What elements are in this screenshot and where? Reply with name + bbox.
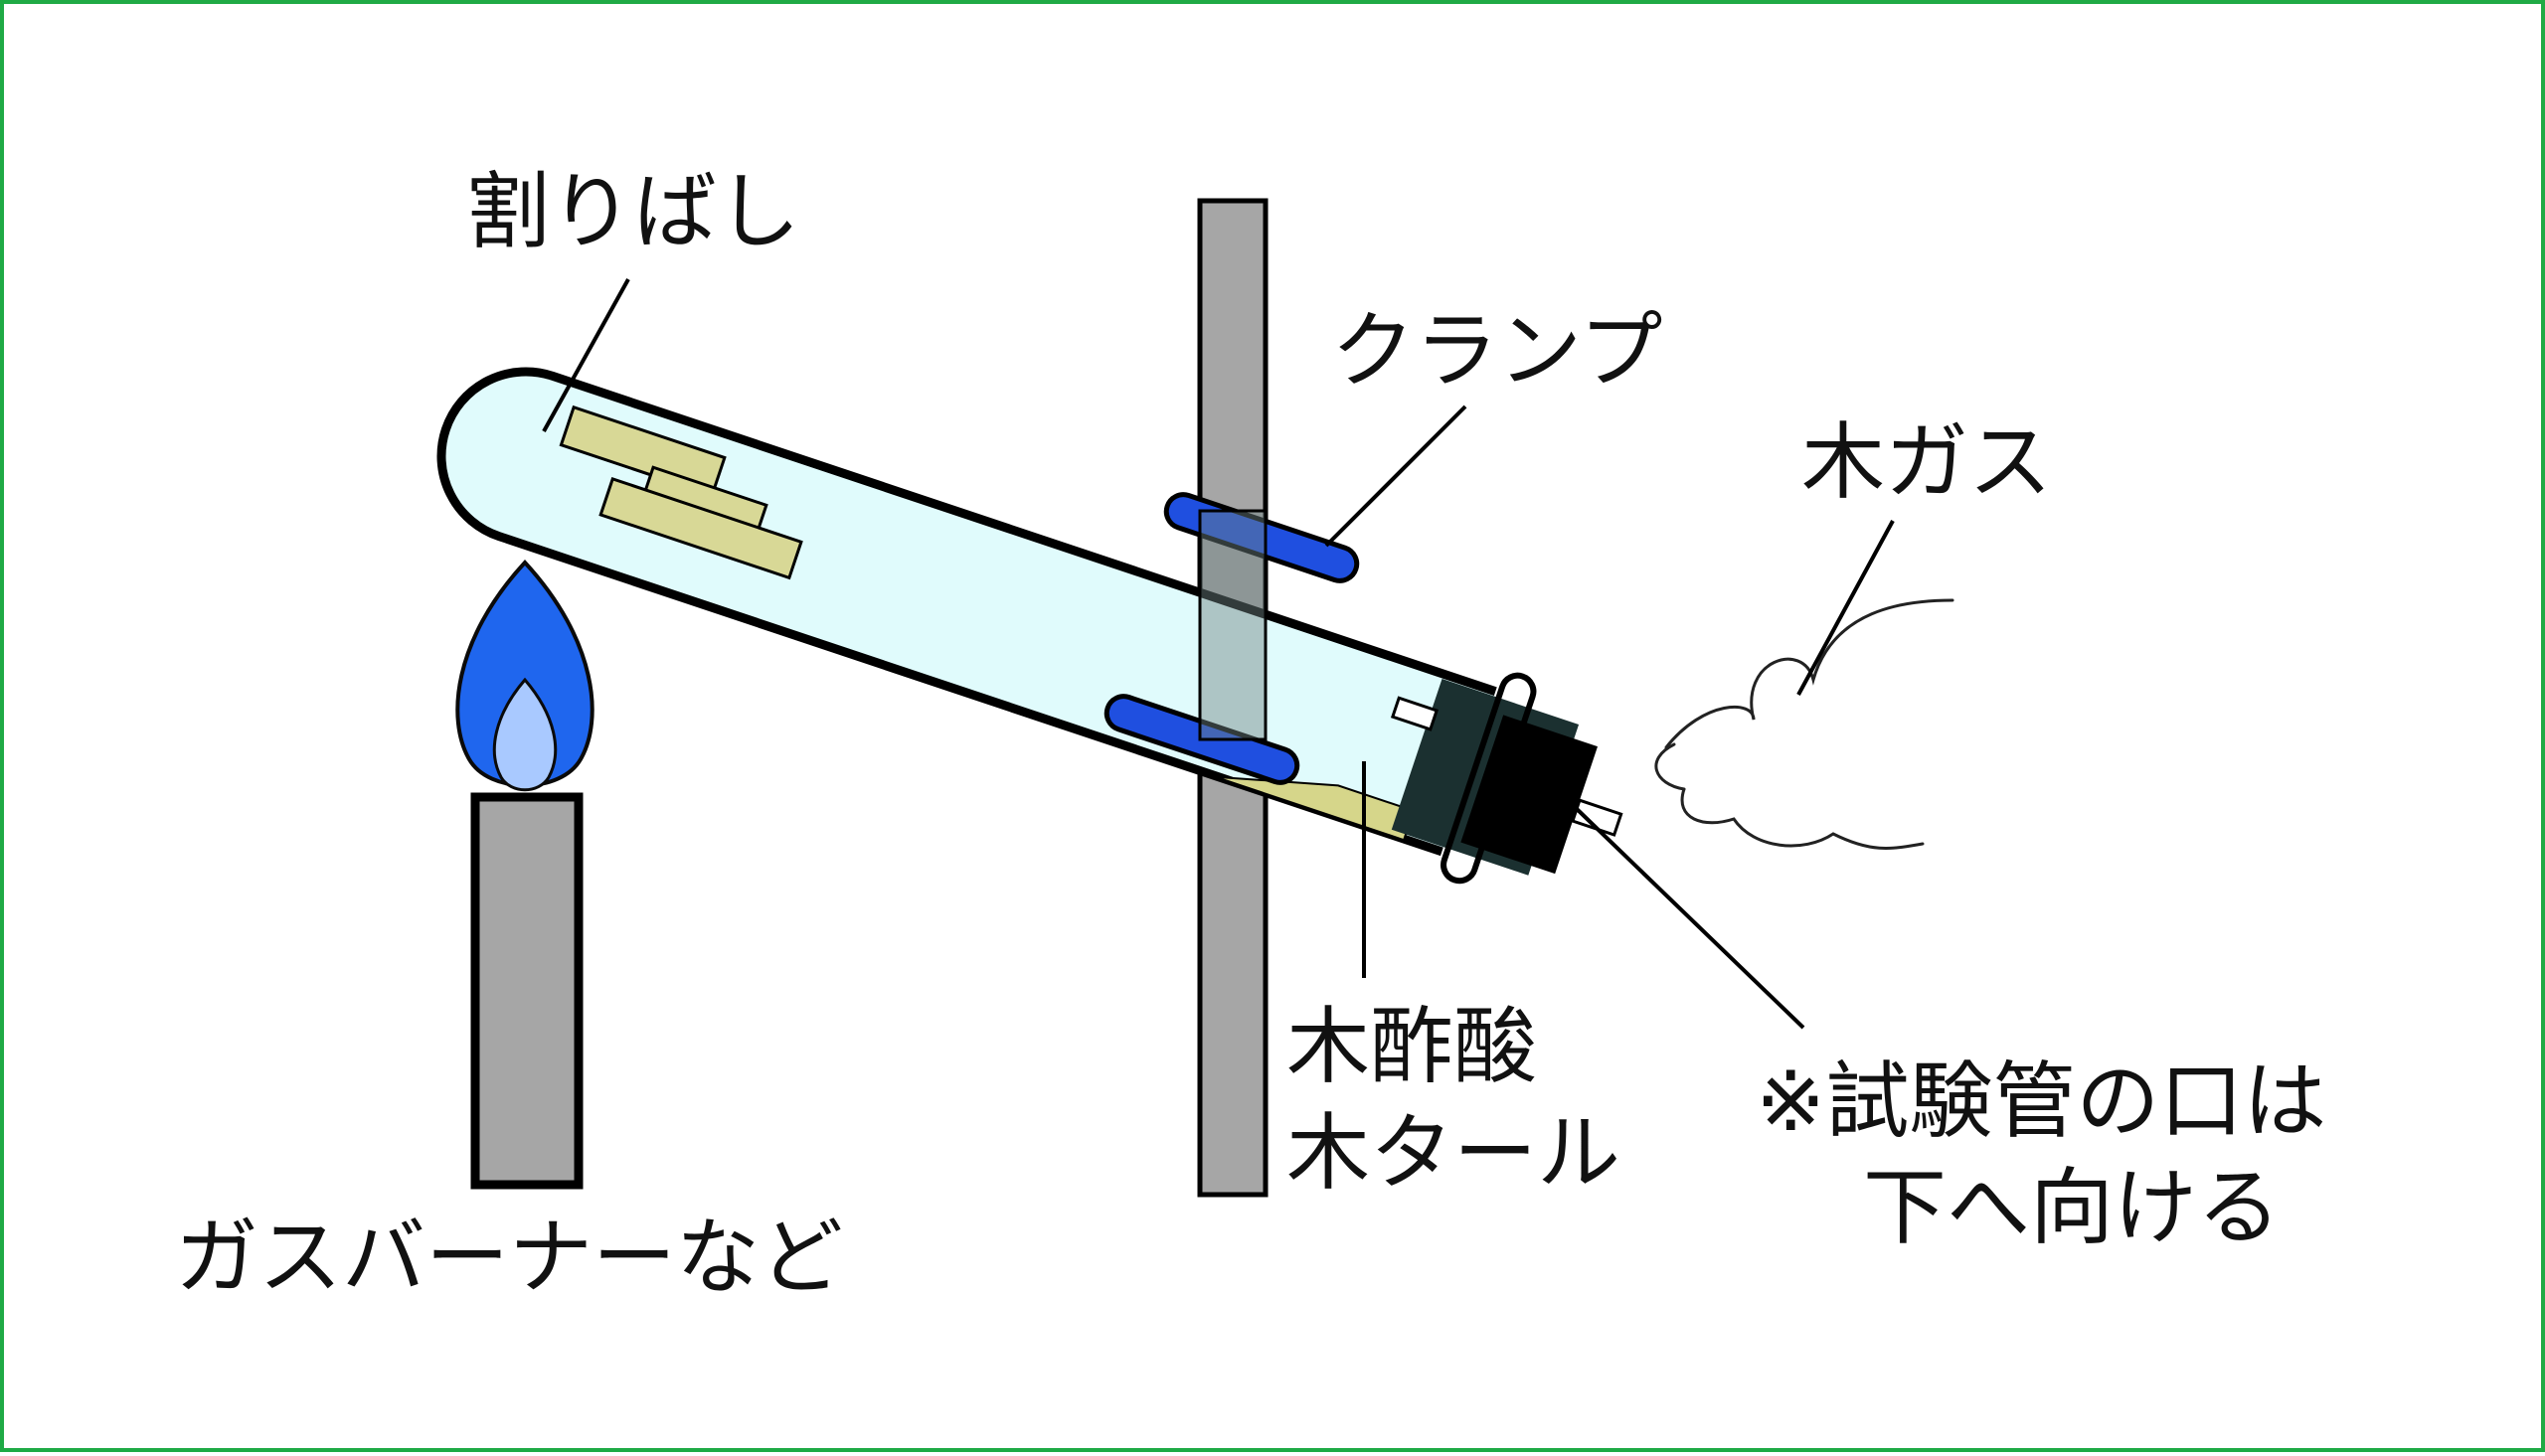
smoke-cloud-icon [1654, 598, 1954, 850]
leader-wood-gas [1796, 520, 1895, 696]
mouth-ring [1441, 672, 1537, 885]
leader-splints [542, 278, 630, 432]
label-pyroligneous-acid: 木酢酸 [1286, 998, 1537, 1095]
leader-lines [542, 278, 1895, 1030]
label-note-line2: 下へ向ける [1863, 1159, 2281, 1256]
burner-barrel [470, 792, 584, 1190]
label-splints: 割りばし [466, 163, 800, 260]
gas-burner [470, 792, 584, 1190]
leader-tube-mouth [1573, 805, 1805, 1030]
flame-icon [455, 560, 594, 792]
stand-rod-front [1198, 509, 1268, 741]
label-wood-tar: 木タール [1286, 1104, 1620, 1202]
label-clamp: クランプ [1331, 302, 1662, 400]
label-note-line1: ※試験管の口は [1756, 1052, 2326, 1150]
wood-distillation-diagram: 割りばし クランプ 木ガス 木酢酸 木タール ※試験管の口は 下へ向ける ガスバ… [175, 163, 2326, 1306]
glass-outlet-inner [1390, 696, 1440, 731]
label-burner: ガスバーナーなど [175, 1209, 843, 1306]
leader-clamp [1324, 404, 1467, 548]
test-tube [436, 367, 1623, 885]
stopper-cap [1460, 715, 1599, 875]
wood-splints [559, 404, 803, 580]
label-wood-gas: 木ガス [1801, 413, 2052, 511]
